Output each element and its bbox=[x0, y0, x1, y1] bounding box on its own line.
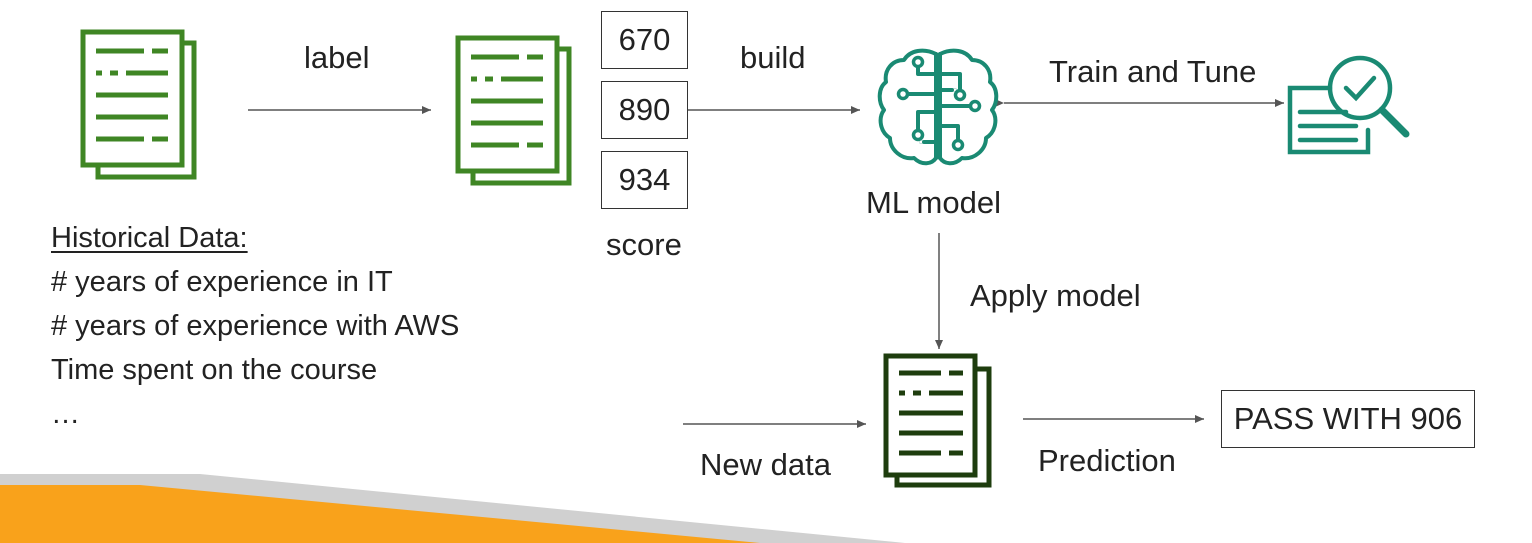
score-box: 890 bbox=[601, 81, 688, 139]
new-data-label: New data bbox=[700, 447, 831, 482]
train-and-tune-label: Train and Tune bbox=[1049, 54, 1257, 89]
prediction-label: Prediction bbox=[1038, 443, 1176, 478]
document-stack-icon bbox=[883, 353, 992, 488]
list-item: # years of experience in IT bbox=[51, 266, 393, 298]
ml-model-label: ML model bbox=[866, 185, 1001, 220]
label-label: label bbox=[304, 40, 370, 75]
apply-model-label: Apply model bbox=[970, 278, 1141, 313]
build-label: build bbox=[740, 40, 806, 75]
footer-stripe-orange bbox=[0, 485, 760, 543]
prediction-result-box: PASS WITH 906 bbox=[1221, 390, 1475, 448]
score-label: score bbox=[606, 227, 682, 262]
list-item: … bbox=[51, 398, 80, 430]
document-stack-icon bbox=[80, 29, 197, 180]
list-item: Time spent on the course bbox=[51, 354, 378, 386]
list-item: # years of experience with AWS bbox=[51, 310, 460, 342]
document-stack-icon bbox=[455, 35, 572, 186]
brain-circuit-icon bbox=[877, 48, 999, 166]
score-box: 934 bbox=[601, 151, 688, 209]
historical-data-list: Historical Data: # years of experience i… bbox=[51, 216, 459, 436]
score-box: 670 bbox=[601, 11, 688, 69]
search-check-icon bbox=[1287, 55, 1410, 155]
historical-data-title: Historical Data: bbox=[51, 222, 248, 254]
